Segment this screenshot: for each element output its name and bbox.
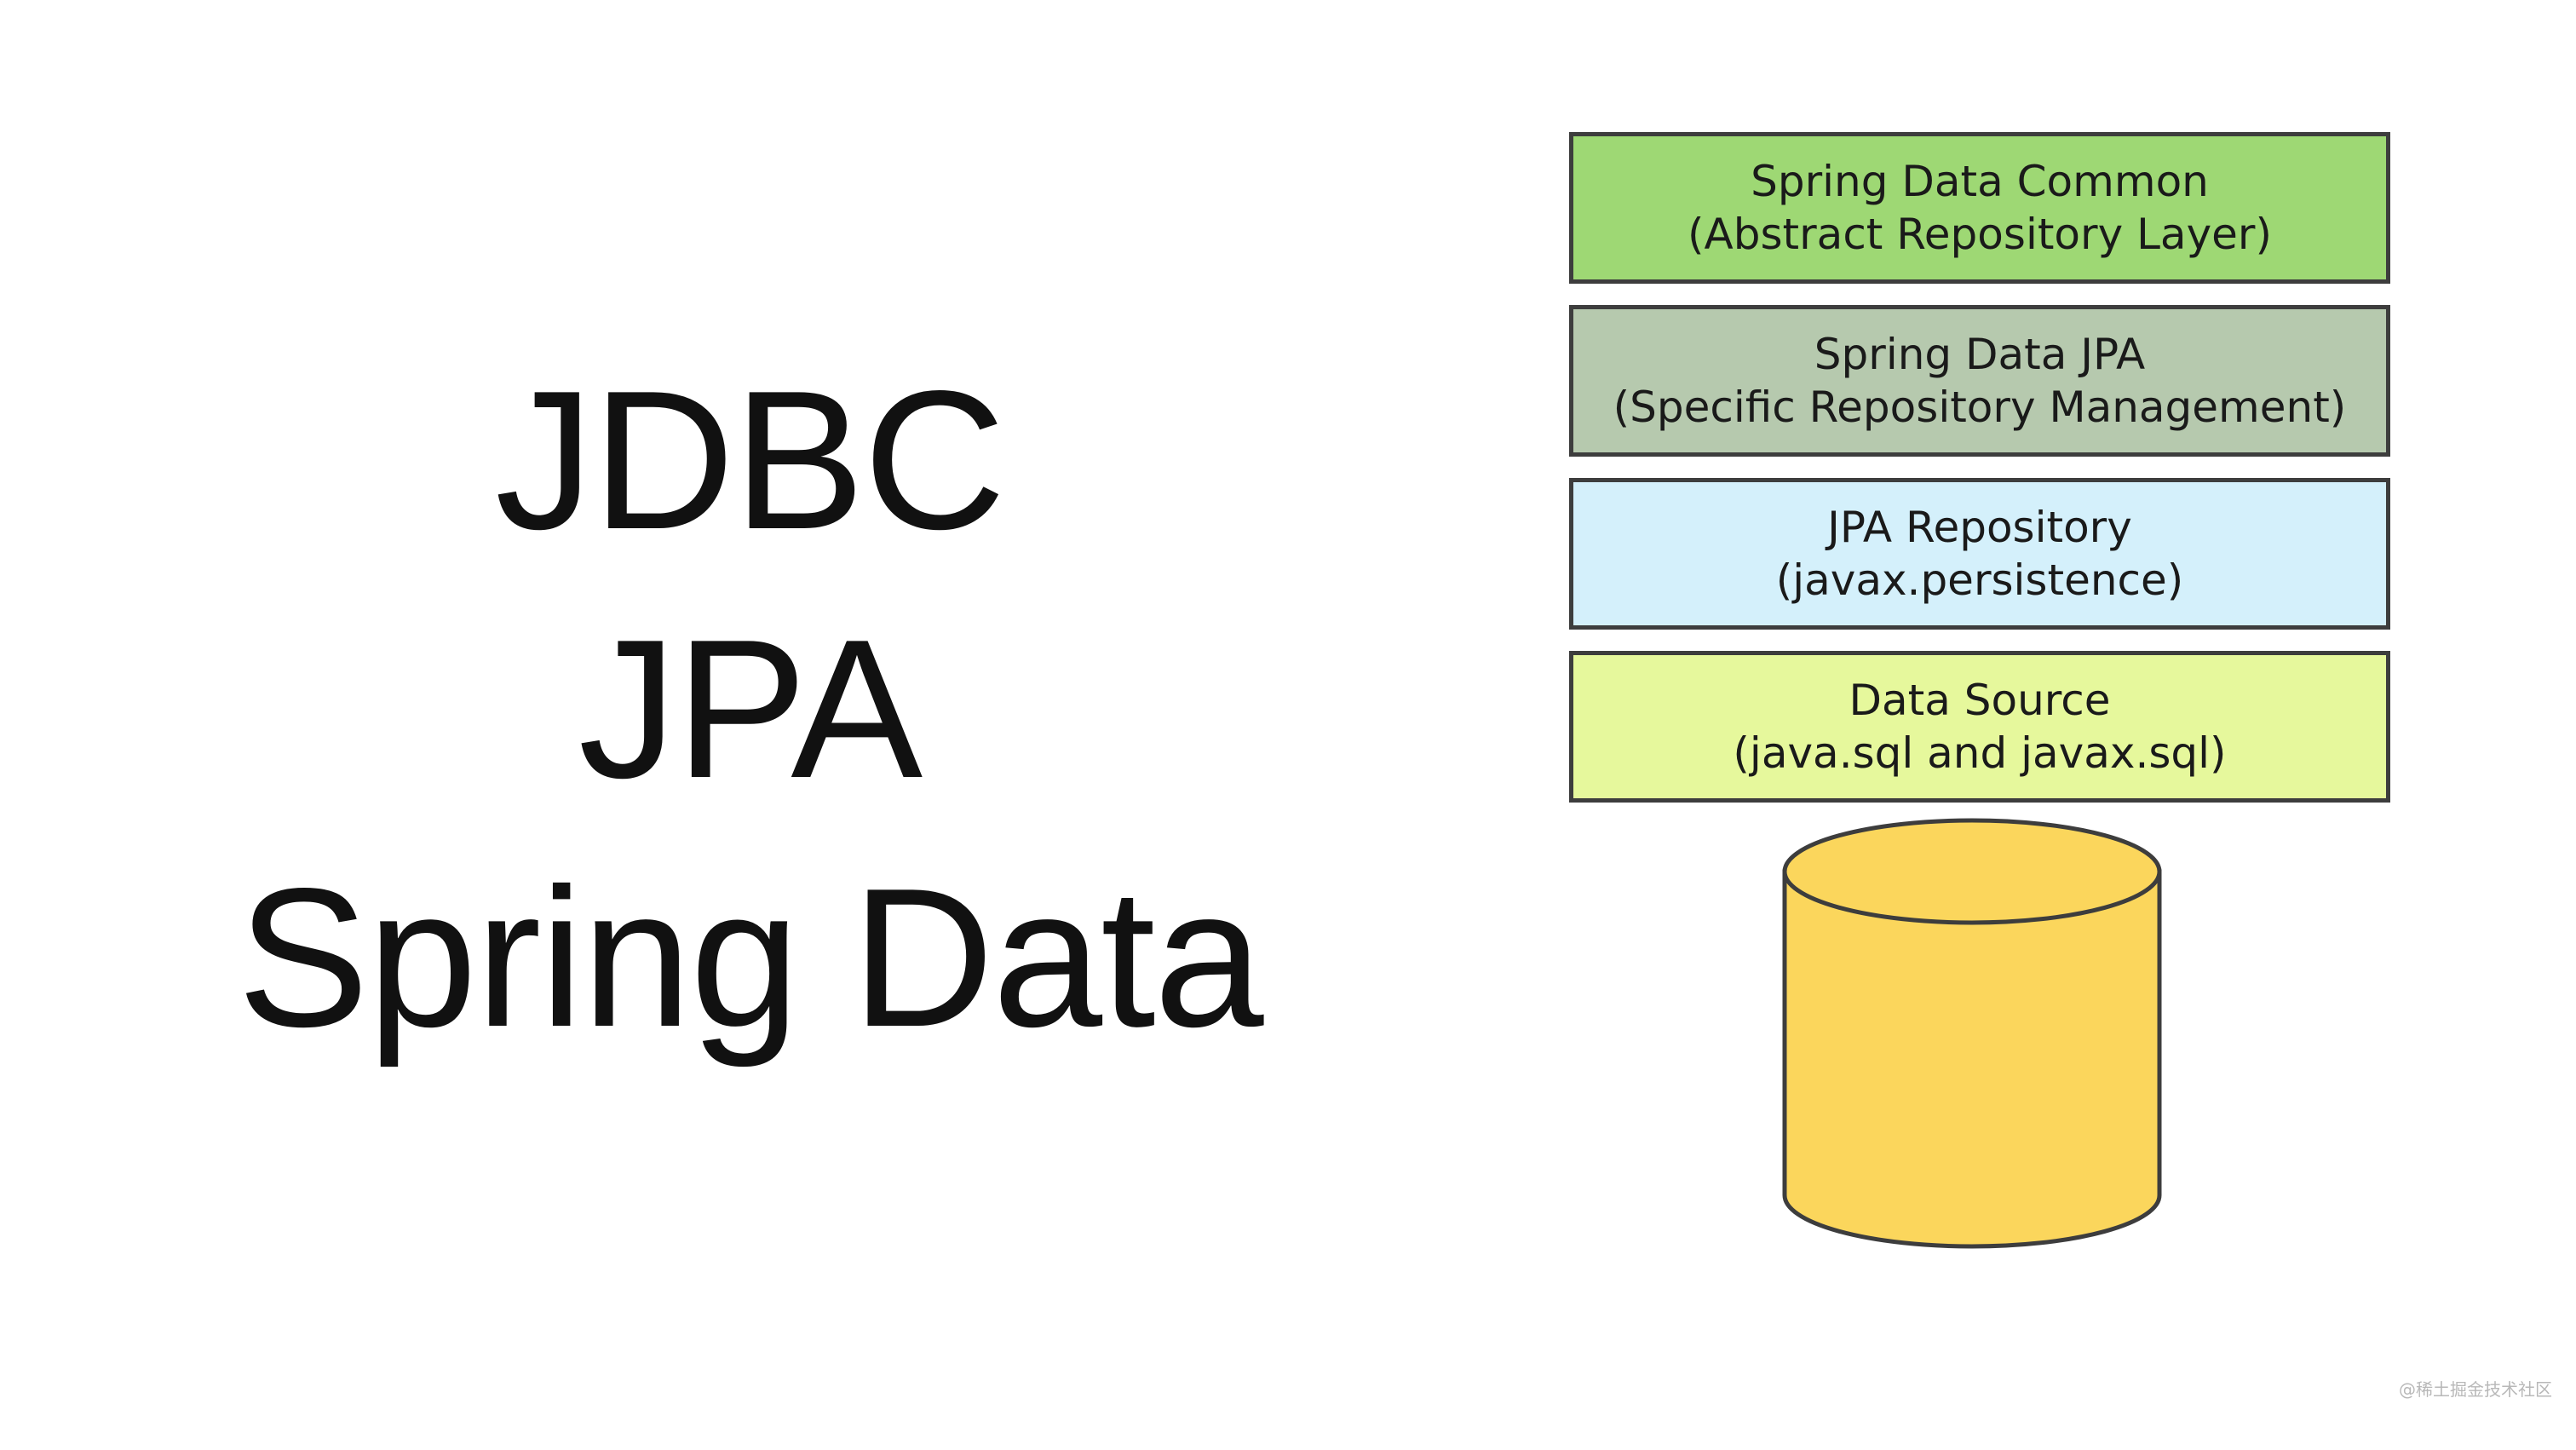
database-cylinder-icon: [1780, 816, 2164, 1252]
layer-detail: (javax.persistence): [1775, 555, 2184, 605]
layer-jpa-repository: JPA Repository (javax.persistence): [1569, 478, 2390, 630]
layer-data-source: Data Source (java.sql and javax.sql): [1569, 651, 2390, 803]
cylinder-body: [1782, 869, 2162, 1249]
title-spring-data: Spring Data: [237, 848, 1263, 1068]
layer-detail: (java.sql and javax.sql): [1733, 728, 2227, 778]
title-jpa: JPA: [578, 599, 923, 820]
layer-detail: (Specific Repository Management): [1613, 383, 2347, 432]
layer-name: Spring Data Common: [1751, 157, 2209, 206]
title-jdbc: JDBC: [495, 350, 1006, 571]
layer-name: Spring Data JPA: [1814, 330, 2146, 379]
watermark: @稀土掘金技术社区: [2399, 1379, 2552, 1400]
layer-name: Data Source: [1849, 676, 2111, 725]
layer-detail: (Abstract Repository Layer): [1688, 210, 2272, 259]
layer-stack: Spring Data Common (Abstract Repository …: [1569, 132, 2390, 803]
title-block: JDBC JPA Spring Data: [119, 337, 1380, 1083]
layer-spring-data-jpa: Spring Data JPA (Specific Repository Man…: [1569, 305, 2390, 457]
layer-name: JPA Repository: [1827, 503, 2132, 552]
layer-spring-data-common: Spring Data Common (Abstract Repository …: [1569, 132, 2390, 284]
cylinder-top: [1782, 818, 2162, 925]
